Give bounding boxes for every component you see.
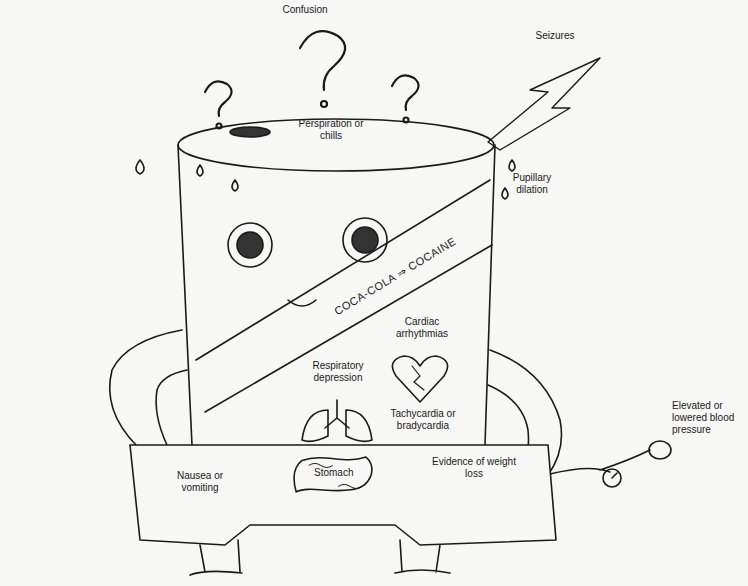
- left-arm: [110, 330, 187, 445]
- eyes: [228, 218, 387, 267]
- shorts: [130, 445, 556, 545]
- question-marks: [205, 31, 419, 128]
- symptom-label: Evidence of weight loss: [432, 456, 516, 480]
- symptom-label: Pupillary dilation: [500, 172, 564, 196]
- lightning-bolt: [488, 58, 600, 150]
- symptom-label: Confusion: [260, 4, 350, 16]
- pressure-bulb: [649, 441, 671, 459]
- can-opening: [230, 127, 270, 137]
- symptom-label: Seizures: [520, 30, 590, 42]
- gauge-needle: [612, 473, 617, 478]
- can-stripes: [196, 180, 492, 412]
- symptom-label: Respiratory depression: [296, 360, 380, 384]
- pressure-tube: [550, 450, 650, 474]
- organ-label: Stomach: [314, 467, 353, 479]
- symptom-label: Tachycardia or bradycardia: [378, 408, 468, 432]
- symptom-label: COCA-COLA ⇒ COCAINE: [319, 227, 471, 325]
- sweat-drops: [136, 160, 515, 199]
- lungs-symbol: [302, 400, 372, 441]
- stomach-outline-path: [294, 457, 372, 492]
- symptom-label: Cardiac arrhythmias: [390, 316, 454, 340]
- symptom-label: Nausea or vomiting: [162, 470, 238, 494]
- heart-crack: [412, 366, 424, 390]
- legs: [190, 540, 450, 575]
- symptom-label: Elevated or lowered blood pressure: [672, 400, 746, 436]
- can-body: [178, 145, 495, 445]
- stomach-ripples: [309, 463, 362, 488]
- symptom-label: Perspiration or chills: [290, 118, 372, 142]
- heart-symbol: [392, 356, 447, 402]
- can-top: [178, 119, 494, 171]
- pressure-gauge: [603, 469, 621, 487]
- stomach-shape: Stomach: [292, 452, 376, 494]
